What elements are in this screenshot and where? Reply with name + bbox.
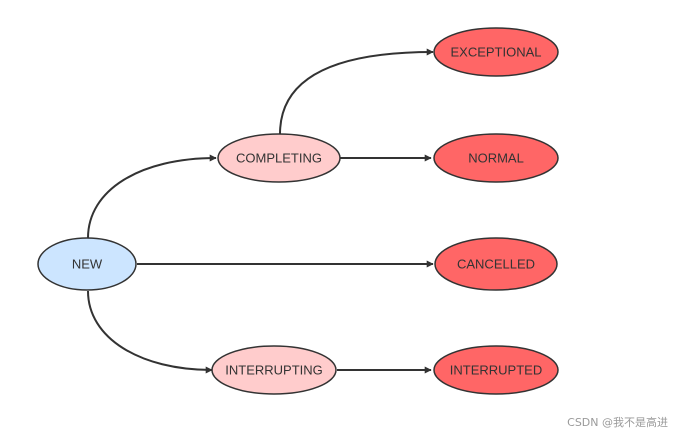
- state-label-exceptional: EXCEPTIONAL: [450, 45, 541, 60]
- state-label-interrupted: INTERRUPTED: [450, 363, 542, 378]
- state-node-cancelled-shape: [434, 237, 558, 291]
- state-label-normal: NORMAL: [468, 151, 524, 166]
- state-node-cancelled: CANCELLED: [434, 237, 558, 291]
- state-label-interrupting: INTERRUPTING: [225, 363, 323, 378]
- state-label-cancelled: CANCELLED: [457, 257, 535, 272]
- state-node-new: NEW: [37, 237, 137, 291]
- state-node-interrupting-shape: [211, 345, 337, 395]
- state-node-interrupted: INTERRUPTED: [433, 345, 559, 395]
- edge-new-to-interrupting: [87, 290, 213, 374]
- edge-new-to-completing: [87, 154, 217, 239]
- state-node-completing-shape: [217, 133, 341, 183]
- state-node-completing: COMPLETING: [217, 133, 341, 183]
- state-node-exceptional-shape: [433, 27, 559, 77]
- state-node-interrupted-shape: [433, 345, 559, 395]
- state-node-normal: NORMAL: [433, 133, 559, 183]
- state-node-new-shape: [37, 237, 137, 291]
- transition-edges: [87, 48, 434, 374]
- edge-completing-to-exceptional: [279, 48, 434, 135]
- watermark-text: CSDN @我不是高进: [567, 416, 668, 429]
- state-nodes: NEW COMPLETING INTERRUPTING EXCEPTIONAL …: [37, 27, 559, 395]
- state-label-new: NEW: [72, 257, 103, 272]
- state-node-exceptional: EXCEPTIONAL: [433, 27, 559, 77]
- state-node-interrupting: INTERRUPTING: [211, 345, 337, 395]
- state-label-completing: COMPLETING: [236, 151, 322, 166]
- state-node-normal-shape: [433, 133, 559, 183]
